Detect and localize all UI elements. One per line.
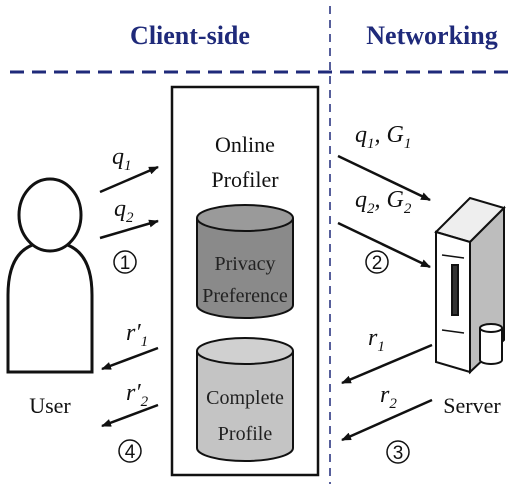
label-q1-g1: q1, G1 (355, 122, 411, 152)
arrow-r1 (341, 343, 433, 385)
svg-text:4: 4 (125, 442, 136, 463)
profile-db-label-line2: Profile (218, 423, 273, 445)
privacy-preference-database (196, 204, 294, 319)
networking-header: Networking (366, 21, 497, 50)
arrow-r1-prime (101, 346, 159, 371)
complete-profile-database (196, 337, 294, 462)
label-q1: q1 (112, 144, 132, 174)
arrow-r2 (341, 398, 433, 442)
arrow-q1-g1 (337, 154, 431, 202)
svg-text:1: 1 (120, 253, 131, 274)
server-icon (434, 196, 506, 375)
privacy-db-label-line2: Preference (202, 285, 288, 307)
profiler-label-line1: Online (215, 132, 275, 157)
step-2-badge: 2 (365, 250, 389, 274)
label-r1: r1 (368, 325, 385, 355)
step-3-badge: 3 (386, 440, 410, 464)
label-r2-prime: r′2 (126, 380, 149, 410)
client-side-header: Client-side (130, 21, 250, 50)
user-label: User (29, 393, 71, 418)
profiler-label-line2: Profiler (211, 167, 279, 192)
arrow-q2-g2 (337, 221, 431, 269)
label-q2-g2: q2, G2 (355, 187, 412, 217)
arrow-q1 (99, 165, 159, 194)
step-1-badge: 1 (113, 250, 137, 274)
arrow-r2-prime (101, 403, 159, 428)
arrow-q2 (99, 219, 159, 240)
svg-text:2: 2 (372, 253, 383, 274)
label-r2: r2 (380, 382, 397, 412)
label-q2: q2 (114, 196, 134, 226)
label-r1-prime: r′1 (126, 320, 148, 350)
user-icon (6, 177, 94, 374)
privacy-db-label-line1: Privacy (214, 253, 275, 275)
profile-db-label-line1: Complete (206, 387, 284, 409)
svg-text:3: 3 (393, 443, 404, 464)
step-4-badge: 4 (118, 439, 142, 463)
server-label: Server (443, 393, 501, 418)
